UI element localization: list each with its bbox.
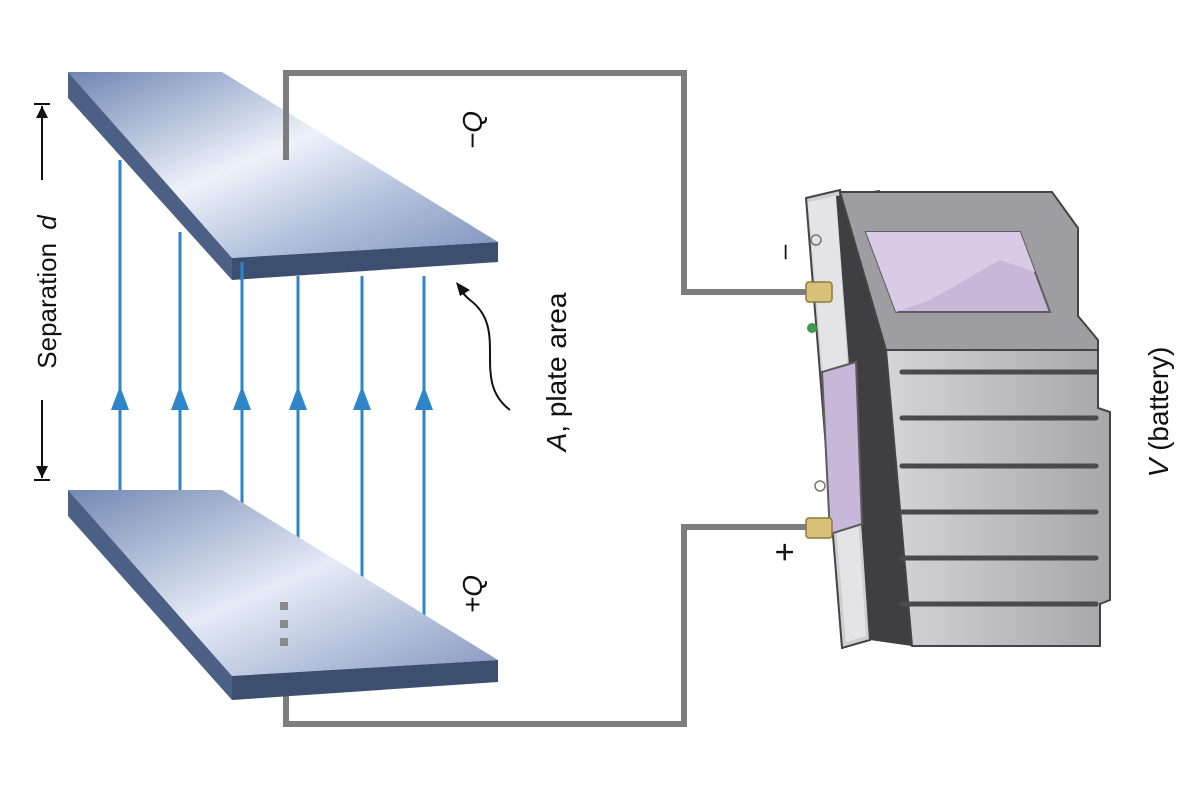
negative-terminal-sign: –: [768, 244, 798, 259]
plate-area-pointer: [459, 287, 511, 411]
ellipsis-dot: [280, 602, 288, 610]
plate-area-pointer-head: [456, 282, 470, 296]
separation-arrow-head-top: [36, 106, 48, 118]
ellipsis-dot: [280, 638, 288, 646]
separation-arrow-head-bottom: [36, 466, 48, 478]
battery-small-circle-bottom: [814, 480, 826, 492]
top-plate: [68, 72, 498, 280]
bottom-plate-edge-left: [68, 490, 232, 700]
separation-label: Separation d: [32, 214, 62, 369]
battery-indicator-light: [807, 323, 817, 333]
battery-dark-band: [836, 190, 912, 646]
battery-top-window-shade: [866, 232, 1035, 312]
top-plate-surface: [68, 72, 498, 258]
field-line-arrowhead: [111, 386, 129, 410]
top-plate-edge-left: [68, 72, 232, 280]
bottom-plate: [68, 490, 498, 700]
svg-text:A, plate area: A, plate area: [541, 292, 572, 453]
svg-text:−Q: −Q: [457, 111, 488, 149]
top-plate-edge-front: [232, 242, 498, 280]
neg-charge-label: −Q: [457, 111, 488, 149]
battery-ribs: [899, 369, 1099, 607]
plate-area-text: , plate area: [541, 292, 572, 433]
field-line-arrowhead: [171, 386, 189, 410]
separation-arrow: [34, 103, 50, 481]
svg-text:Separation d: Separation d: [32, 214, 62, 369]
positive-terminal-sign: +: [766, 542, 804, 562]
pos-charge-label: +Q: [457, 575, 488, 613]
battery-variable: V: [1143, 456, 1174, 477]
battery: [804, 188, 1111, 650]
svg-text:+Q: +Q: [457, 575, 488, 613]
battery-body: [884, 349, 1111, 647]
wire-bottom: [283, 524, 806, 727]
field-line-arrowhead: [353, 386, 371, 410]
svg-text:V (battery): V (battery): [1143, 347, 1174, 478]
plate-area-label: A, plate area: [541, 292, 572, 453]
battery-positive-terminal: [805, 517, 833, 539]
separation-variable: d: [32, 214, 62, 230]
bottom-plate-surface: [68, 490, 498, 676]
battery-text: (battery): [1143, 347, 1174, 459]
battery-small-circle-top: [810, 234, 822, 246]
separation-text: Separation: [32, 243, 62, 369]
field-line-arrowhead: [233, 386, 251, 410]
bottom-plate-edge-front: [232, 660, 498, 700]
field-line-arrowhead: [289, 386, 307, 410]
battery-label: V (battery): [1143, 347, 1174, 478]
plate-area-variable: A: [541, 433, 572, 454]
field-line-arrowhead: [415, 386, 433, 410]
battery-side-window: [820, 360, 864, 536]
ellipsis-dot: [280, 620, 288, 628]
battery-negative-terminal: [805, 281, 833, 303]
